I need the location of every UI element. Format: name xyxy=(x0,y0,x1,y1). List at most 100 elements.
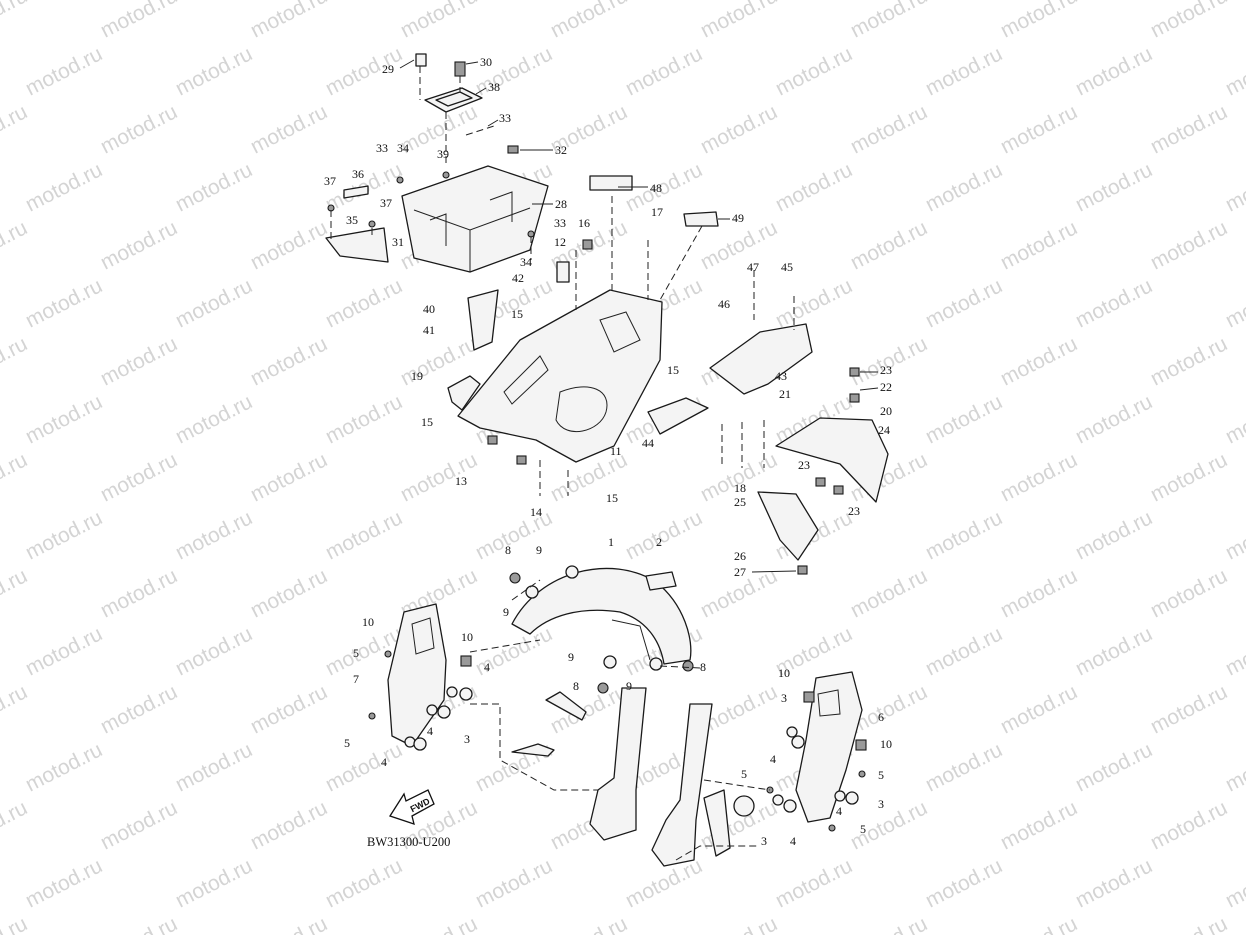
watermark-text: motod.ru xyxy=(247,332,331,390)
callout-36: 36 xyxy=(352,167,364,181)
callout-5a: 5 xyxy=(353,646,359,660)
watermark-text: motod.ru xyxy=(1222,390,1246,448)
watermark-text: motod.ru xyxy=(97,912,181,935)
watermark-text: motod.ru xyxy=(922,506,1006,564)
callout-29: 29 xyxy=(382,62,394,76)
watermark-text: motod.ru xyxy=(772,158,856,216)
watermark-text: motod.ru xyxy=(22,158,106,216)
part-13b xyxy=(516,455,527,465)
part-2 xyxy=(645,571,677,591)
callout-12: 12 xyxy=(554,235,566,249)
callout-24: 24 xyxy=(878,423,890,437)
watermark-text: motod.ru xyxy=(472,854,556,912)
watermark-text: motod.ru xyxy=(97,796,181,854)
watermark-text: motod.ru xyxy=(172,506,256,564)
watermark-text: motod.ru xyxy=(1147,448,1231,506)
watermark-text: motod.ru xyxy=(22,738,106,796)
watermark-text: motod.ru xyxy=(247,0,331,42)
callout-37-right: 37 xyxy=(380,196,392,210)
part-25 xyxy=(757,491,819,561)
watermark-text: motod.ru xyxy=(922,854,1006,912)
callout-4c: 4 xyxy=(381,755,387,769)
right-fork-guard xyxy=(675,671,867,861)
watermark-text: motod.ru xyxy=(922,42,1006,100)
watermark-text: motod.ru xyxy=(0,0,31,42)
watermark-text: motod.ru xyxy=(1147,332,1231,390)
watermark-text: motod.ru xyxy=(97,680,181,738)
watermark-text: motod.ru xyxy=(1222,738,1246,796)
callout-9c: 9 xyxy=(568,650,574,664)
watermark-text: motod.ru xyxy=(97,332,181,390)
part-29 xyxy=(415,53,427,67)
cap-right xyxy=(733,795,755,817)
callout-4a: 4 xyxy=(484,660,490,674)
watermark-text: motod.ru xyxy=(22,622,106,680)
watermark-text: motod.ru xyxy=(247,100,331,158)
part-11 xyxy=(457,289,663,463)
callout-35: 35 xyxy=(346,213,358,227)
callout-16: 16 xyxy=(578,216,590,230)
callout-44: 44 xyxy=(642,436,654,450)
part-22 xyxy=(849,393,860,403)
watermark-text: motod.ru xyxy=(847,564,931,622)
callout-40: 40 xyxy=(423,302,435,316)
watermark-text: motod.ru xyxy=(1072,738,1156,796)
watermark-text: motod.ru xyxy=(397,448,481,506)
watermark-text: motod.ru xyxy=(997,0,1081,42)
callout-4e: 4 xyxy=(836,804,842,818)
part-5d xyxy=(858,770,866,778)
part-20 xyxy=(775,417,889,503)
part-8c xyxy=(597,682,609,694)
callout-25: 25 xyxy=(734,495,746,509)
callout-3b: 3 xyxy=(781,691,787,705)
watermark-text: motod.ru xyxy=(847,0,931,42)
watermark-text: motod.ru xyxy=(97,100,181,158)
watermark-text: motod.ru xyxy=(97,564,181,622)
part-5b xyxy=(368,712,376,720)
part-5a xyxy=(384,650,392,658)
fork-legs xyxy=(511,687,755,867)
part-9d xyxy=(649,657,663,671)
callout-5b: 5 xyxy=(344,736,350,750)
watermark-text: motod.ru xyxy=(1222,854,1246,912)
part-10b xyxy=(803,691,815,703)
part-37b xyxy=(368,220,376,228)
callout-45: 45 xyxy=(781,260,793,274)
part-48 xyxy=(589,175,633,191)
part-12 xyxy=(556,261,570,283)
fork-leg-right xyxy=(651,703,713,867)
callout-34-mid: 34 xyxy=(520,255,532,269)
watermark-text: motod.ru xyxy=(172,274,256,332)
front-fender-assembly xyxy=(469,565,701,694)
part-23b xyxy=(815,477,826,487)
watermark-text: motod.ru xyxy=(22,854,106,912)
part-4c xyxy=(404,736,416,748)
callout-3a: 3 xyxy=(464,732,470,746)
watermark-text: motod.ru xyxy=(472,42,556,100)
callout-7: 7 xyxy=(353,672,359,686)
bracket-right xyxy=(703,789,731,857)
callout-layer: 29 30 38 33 32 33 34 39 36 37 37 35 28 3… xyxy=(324,55,892,848)
watermark-text: motod.ru xyxy=(172,390,256,448)
fwd-arrow-icon xyxy=(389,789,435,825)
bolt-left xyxy=(511,743,555,757)
callout-8a: 8 xyxy=(505,543,511,557)
rear-panel-assembly xyxy=(447,175,719,496)
callout-13: 13 xyxy=(455,474,467,488)
watermark-text: motod.ru xyxy=(922,738,1006,796)
diagram-code: BW31300-U200 xyxy=(367,835,450,849)
watermark-text: motod.ru xyxy=(397,0,481,42)
watermark-text: motod.ru xyxy=(547,0,631,42)
callout-33-left: 33 xyxy=(376,141,388,155)
watermark-text: motod.ru xyxy=(1072,274,1156,332)
watermark-text: motod.ru xyxy=(1147,912,1231,935)
watermark-text: motod.ru xyxy=(922,622,1006,680)
battery-box-assembly xyxy=(325,53,549,273)
watermark-text: motod.ru xyxy=(622,506,706,564)
watermark-text: motod.ru xyxy=(22,42,106,100)
callout-3c: 3 xyxy=(878,797,884,811)
part-8a xyxy=(509,572,521,584)
callout-22: 22 xyxy=(880,380,892,394)
watermark-text: motod.ru xyxy=(997,100,1081,158)
